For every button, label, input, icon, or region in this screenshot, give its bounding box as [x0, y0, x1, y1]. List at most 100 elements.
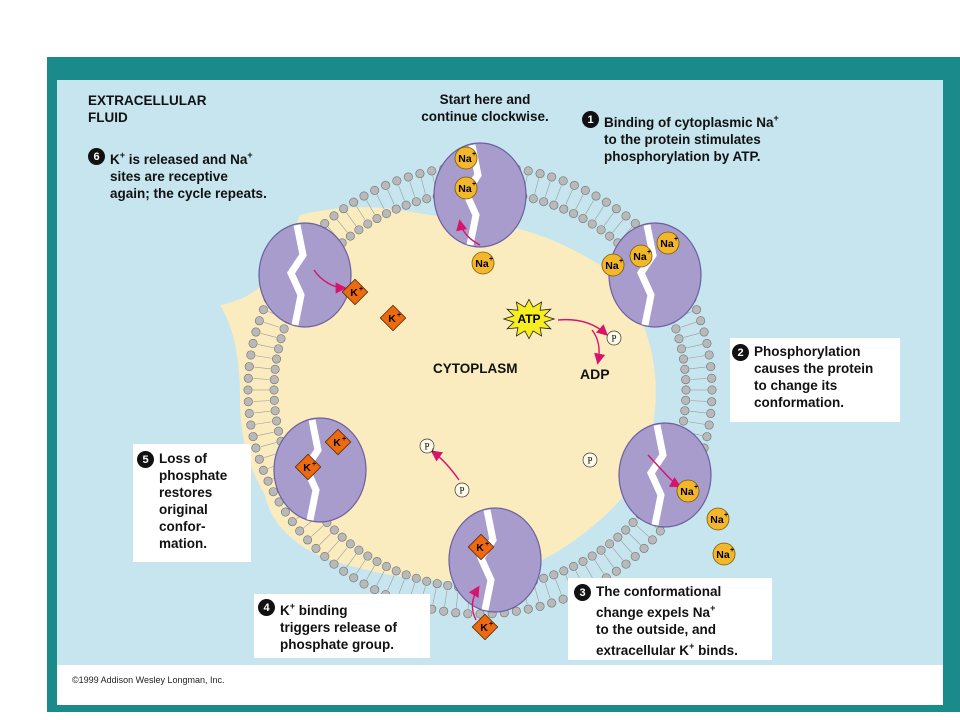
lipid-tail: [612, 219, 624, 233]
lipid-tail: [444, 590, 448, 607]
na-ion: Na+: [712, 542, 736, 566]
na-ion-circle: [629, 244, 653, 268]
k-ion: K+: [294, 453, 322, 481]
protein-body: [258, 222, 352, 328]
lipid-tail: [603, 554, 614, 568]
lipid-tail: [336, 547, 348, 561]
phosphate: P: [606, 330, 622, 346]
lipid-head: [372, 214, 382, 224]
lipid-head: [707, 373, 717, 383]
lipid-tail: [255, 421, 272, 425]
lipid-tail: [260, 442, 277, 447]
lipid-tail: [636, 525, 649, 537]
na-ion: Na+: [471, 251, 495, 275]
lipid-head: [678, 416, 688, 426]
step-text: The conformational change expels Na+ to …: [596, 584, 738, 658]
flow-arrow: [313, 269, 347, 294]
lipid-head: [535, 601, 545, 611]
lipid-tail: [689, 366, 706, 370]
ions: Na+Na+Na+Na+Na+Na+Na+Na+Na+K+K+K+K+K+K+P…: [294, 146, 736, 641]
lipid-tail: [260, 333, 277, 338]
lipid-tail: [387, 189, 395, 205]
lipid-tail: [680, 322, 696, 328]
lipid-tail: [346, 554, 357, 568]
k-ion-diamond: [324, 428, 352, 456]
lipid-tail: [690, 378, 707, 380]
step-1: 1 Binding of cytoplasmic Na+ to the prot…: [582, 110, 779, 165]
na-ion-label: Na: [458, 183, 472, 195]
atp-label: ATP: [517, 312, 540, 326]
step-3-box: [568, 578, 772, 660]
lipid-head: [244, 408, 254, 418]
lipid-head: [243, 373, 253, 383]
lipid-head: [349, 197, 359, 207]
lipid-tail: [387, 575, 395, 591]
lipid-tail: [327, 540, 340, 553]
lipid-head: [403, 172, 413, 182]
protein-cleft: [647, 424, 667, 526]
protein-body: [608, 222, 702, 328]
lipid-head: [337, 532, 347, 542]
na-ion-label: Na: [605, 260, 619, 272]
k-ion: K+: [341, 278, 369, 306]
phosphate-circle: [606, 330, 622, 346]
lipid-head: [246, 350, 256, 360]
k-ion-label: K: [480, 622, 488, 634]
lipid-tail: [575, 194, 584, 210]
lipid-tail: [409, 181, 416, 198]
lipid-tail: [398, 579, 405, 595]
lipid-head: [349, 573, 359, 583]
phosphate-label: P: [424, 442, 429, 452]
lipid-head: [370, 185, 380, 195]
k-ion-diamond: [379, 304, 407, 332]
lipid-head: [702, 432, 712, 442]
lipid-tail: [257, 431, 274, 436]
ion-charge: +: [342, 436, 346, 443]
lipid-head: [706, 362, 716, 372]
lipid-head: [680, 406, 690, 416]
lipid-tail: [534, 178, 540, 194]
na-ion: Na+: [454, 146, 478, 170]
phosphate: P: [454, 482, 470, 498]
na-ion: Na+: [676, 479, 700, 503]
lipid-head: [401, 200, 411, 210]
step-number: 4: [258, 599, 275, 616]
lipid-tail: [690, 400, 707, 402]
lipid-head: [558, 176, 568, 186]
lipid-head: [676, 344, 686, 354]
lipid-head: [270, 406, 280, 416]
lipid-head: [696, 316, 706, 326]
na-ion-label: Na: [660, 238, 674, 250]
lipid-head: [611, 566, 621, 576]
lipid-tail: [683, 333, 700, 338]
lipid-head: [674, 334, 684, 344]
protein-body: [273, 417, 367, 523]
extracellular-fluid-label: EXTRACELLULAR FLUID: [88, 93, 207, 125]
lipid-head: [587, 551, 597, 561]
lipid-head: [707, 397, 717, 407]
lipid-tail: [628, 533, 641, 546]
step-number: 5: [137, 451, 154, 468]
lipid-tail: [311, 525, 324, 537]
phosphate-label: P: [459, 486, 464, 496]
lipid-head: [280, 507, 290, 517]
ion-charge: +: [312, 461, 316, 468]
na-ion: Na+: [601, 253, 625, 277]
lipid-head: [345, 231, 355, 241]
cytoplasm-label: CYTOPLASM: [433, 361, 518, 376]
na-ion-circle: [454, 146, 478, 170]
lipid-head: [639, 543, 649, 553]
ion-charge: +: [472, 151, 476, 158]
lipid-head: [258, 465, 268, 475]
lipid-head: [244, 362, 254, 372]
step-number: 6: [88, 148, 105, 165]
k-ion-diamond: [471, 613, 499, 641]
k-ion-label: K: [350, 287, 358, 299]
lipid-tail: [253, 378, 270, 380]
lipid-tail: [376, 570, 385, 586]
lipid-head: [268, 487, 278, 497]
lipid-head: [523, 604, 533, 614]
lipid-head: [354, 225, 364, 235]
na-ion-label: Na: [475, 258, 489, 270]
lipid-tail: [594, 206, 604, 220]
